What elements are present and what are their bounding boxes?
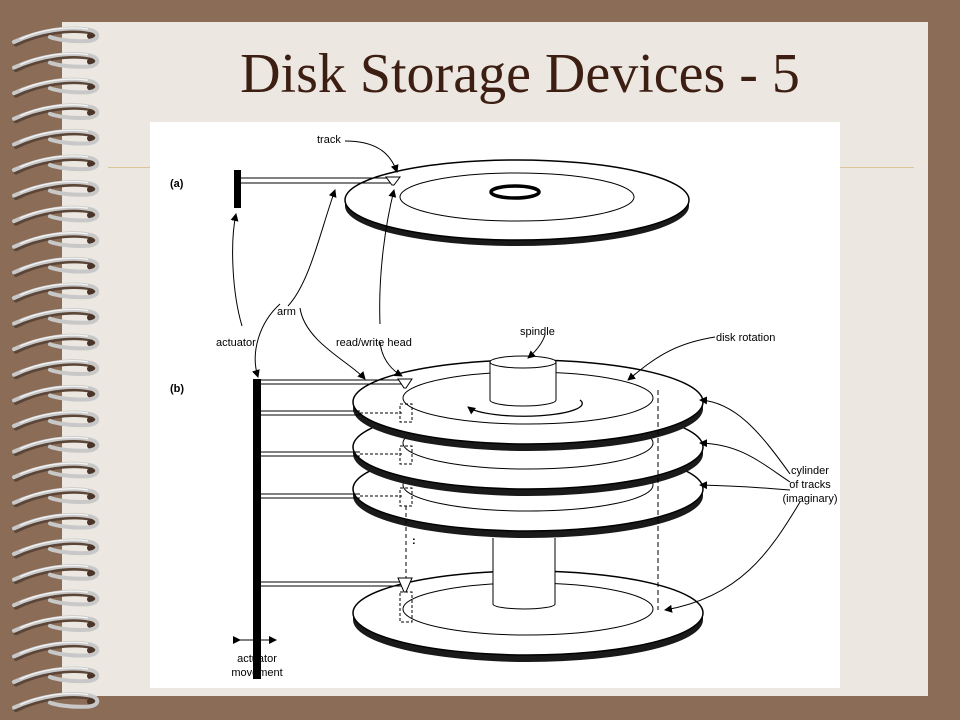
spiral-coil — [12, 461, 100, 482]
spiral-coil — [12, 564, 100, 585]
spiral-coil — [12, 666, 100, 687]
spiral-coil — [12, 231, 100, 252]
label-read-write-head: read/write head — [336, 337, 412, 349]
spiral-coil — [12, 359, 100, 380]
label-track: track — [317, 134, 341, 146]
spiral-coil — [12, 308, 100, 329]
disk-diagram: : (a) (b) — [150, 122, 840, 688]
spiral-coil — [12, 589, 100, 610]
label-movement-2: movement — [231, 667, 282, 679]
spiral-coil — [12, 128, 100, 149]
spiral-coil — [12, 538, 100, 559]
spiral-coil — [12, 103, 100, 124]
spiral-coil — [12, 52, 100, 73]
spiral-coil — [12, 410, 100, 431]
label-cylinder-3: (imaginary) — [782, 493, 837, 505]
spiral-coil — [12, 615, 100, 636]
label-cylinder-2: of tracks — [789, 479, 831, 491]
spiral-coil — [12, 333, 100, 354]
spiral-coil — [12, 282, 100, 303]
spiral-binding — [12, 26, 100, 713]
leader-lines — [230, 140, 801, 644]
spiral-coil — [12, 384, 100, 405]
panel-a-arm — [234, 170, 401, 208]
panel-a-actuator — [234, 170, 241, 208]
rotation-arrow — [467, 399, 583, 417]
label-actuator: actuator — [216, 337, 256, 349]
label-cylinder-1: cylinder — [791, 465, 829, 477]
slide-title: Disk Storage Devices - 5 — [240, 43, 800, 105]
spiral-coil — [12, 692, 100, 713]
spiral-coil — [12, 180, 100, 201]
spiral-coil — [12, 640, 100, 661]
spiral-coil — [12, 77, 100, 98]
panel-a-label: (a) — [170, 178, 184, 190]
spiral-coil — [12, 436, 100, 457]
label-movement-1: actuator — [237, 653, 277, 665]
spiral-coil — [12, 154, 100, 175]
svg-text::: : — [412, 535, 416, 547]
panel-b-actuator — [253, 379, 261, 679]
panel-a-disk — [344, 159, 690, 246]
label-spindle: spindle — [520, 326, 555, 338]
spiral-coil — [12, 256, 100, 277]
panel-b-label: (b) — [170, 383, 184, 395]
label-arm: arm — [277, 306, 296, 318]
panel-a-head — [385, 176, 401, 186]
spiral-coil — [12, 205, 100, 226]
spiral-coil — [12, 26, 100, 47]
panel-b-spindle — [489, 355, 557, 407]
spiral-coil — [12, 512, 100, 533]
panel-b-arms: : — [261, 378, 416, 623]
label-disk-rotation: disk rotation — [716, 332, 775, 344]
spiral-coil — [12, 487, 100, 508]
panel-b-lower-spindle — [492, 538, 556, 610]
